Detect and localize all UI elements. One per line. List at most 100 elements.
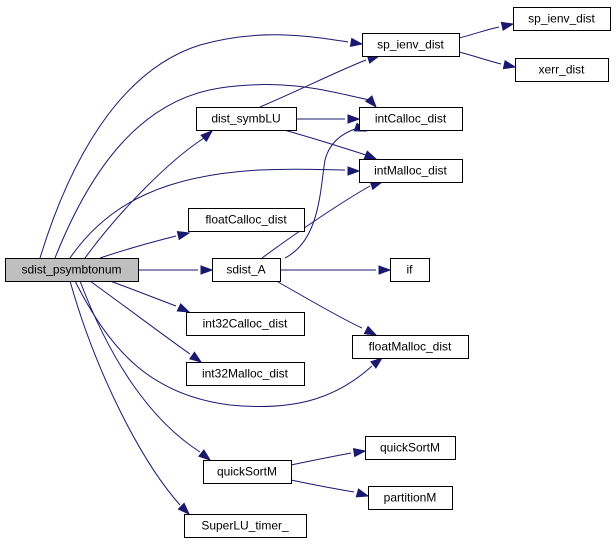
- edge-line: [99, 235, 177, 259]
- node-label: SuperLU_timer_: [201, 519, 289, 533]
- edge-dist_symbLU-to-intCalloc_dist: [296, 114, 361, 124]
- node-box[interactable]: [212, 258, 281, 282]
- node-box[interactable]: [5, 258, 139, 282]
- node-floatCalloc_dist[interactable]: floatCalloc_dist: [188, 208, 305, 232]
- nodes-layer: sdist_psymbtonum dist_symbLU floatCalloc_d…: [5, 7, 611, 538]
- node-SuperLU_timer_[interactable]: SuperLU_timer_: [184, 514, 307, 538]
- edge-sdist_psymbtonum-to-floatCalloc_dist: [99, 231, 191, 259]
- edge-sdist_A-to-intCalloc_dist: [284, 122, 368, 259]
- edge-line: [69, 280, 181, 506]
- node-if[interactable]: if: [390, 258, 430, 282]
- edge-dist_symbLU-to-sp_ienv_dist_mid: [259, 54, 381, 108]
- edge-line: [277, 281, 363, 329]
- arrowhead-icon: [378, 265, 392, 275]
- arrowhead-icon: [363, 325, 378, 336]
- edge-sdist_psymbtonum-to-intMalloc_dist: [69, 166, 361, 259]
- edge-line: [74, 280, 373, 408]
- edge-line: [109, 280, 177, 307]
- node-label: dist_symbLU: [211, 112, 280, 126]
- edge-sdist_psymbtonum-to-sp_ienv_dist_mid: [39, 34, 364, 259]
- edge-line: [89, 280, 191, 355]
- edge-sdist_psymbtonum-to-int32Malloc_dist: [89, 280, 203, 363]
- node-box[interactable]: [196, 107, 297, 131]
- edge-sdist_psymbtonum-to-sdist_A: [138, 265, 214, 275]
- node-box[interactable]: [359, 159, 463, 183]
- edge-sdist_A-to-intMalloc_dist: [261, 181, 384, 259]
- edge-line: [54, 84, 371, 259]
- edge-line: [458, 51, 502, 65]
- node-box[interactable]: [184, 514, 307, 538]
- node-label: xerr_dist: [538, 63, 585, 77]
- node-box[interactable]: [368, 486, 453, 510]
- arrowhead-icon: [200, 130, 214, 143]
- node-sp_ienv_dist_mid[interactable]: sp_ienv_dist: [362, 33, 460, 57]
- edge-line: [284, 127, 359, 259]
- edge-dist_symbLU-to-intMalloc_dist: [283, 129, 378, 160]
- node-box[interactable]: [352, 335, 469, 359]
- edge-line: [69, 168, 346, 259]
- node-xerr_dist[interactable]: xerr_dist: [515, 58, 609, 82]
- node-box[interactable]: [390, 258, 430, 282]
- node-floatMalloc_dist[interactable]: floatMalloc_dist: [352, 335, 469, 359]
- node-sdist_A[interactable]: sdist_A: [212, 258, 281, 282]
- node-label: int32Malloc_dist: [202, 367, 289, 381]
- node-label: intMalloc_dist: [374, 164, 447, 178]
- node-box[interactable]: [186, 362, 305, 386]
- node-label: sdist_psymbtonum: [21, 263, 121, 277]
- node-intMalloc_dist[interactable]: intMalloc_dist: [359, 159, 463, 183]
- edge-sdist_psymbtonum-to-quickSortM: [79, 280, 212, 461]
- edges-layer: [39, 21, 517, 516]
- node-label: floatMalloc_dist: [369, 340, 452, 354]
- node-label: sp_ienv_dist: [377, 38, 444, 52]
- node-quickSortM_child[interactable]: quickSortM: [365, 436, 456, 460]
- edge-sp_ienv_dist_mid-to-sp_ienv_dist_right: [458, 21, 515, 39]
- edge-sdist_A-to-floatMalloc_dist: [277, 281, 378, 336]
- arrowhead-icon: [177, 502, 191, 516]
- node-box[interactable]: [186, 312, 305, 336]
- node-label: int32Calloc_dist: [203, 317, 288, 331]
- node-dist_symbLU[interactable]: dist_symbLU: [196, 107, 297, 131]
- edge-line: [290, 452, 352, 466]
- node-label: intCalloc_dist: [375, 112, 447, 126]
- node-box[interactable]: [362, 33, 460, 57]
- edge-sdist_psymbtonum-to-int32Calloc_dist: [109, 280, 191, 313]
- node-label: partitionM: [384, 491, 437, 505]
- arrowhead-icon: [347, 114, 361, 124]
- node-sp_ienv_dist_right[interactable]: sp_ienv_dist: [513, 7, 611, 31]
- node-box[interactable]: [513, 7, 611, 31]
- arrowhead-icon: [502, 59, 517, 70]
- node-label: floatCalloc_dist: [205, 213, 287, 227]
- arrowhead-icon: [364, 95, 377, 109]
- edge-line: [458, 26, 500, 39]
- node-sdist_psymbtonum[interactable]: sdist_psymbtonum: [5, 258, 139, 282]
- edge-line: [79, 280, 201, 453]
- edge-line: [84, 137, 205, 259]
- node-label: if: [407, 263, 414, 277]
- node-box[interactable]: [365, 436, 456, 460]
- arrowhead-icon: [349, 37, 364, 48]
- arrowhead-icon: [176, 302, 191, 313]
- node-intCalloc_dist[interactable]: intCalloc_dist: [359, 107, 463, 131]
- node-partitionM[interactable]: partitionM: [368, 486, 453, 510]
- edge-line: [290, 479, 355, 493]
- node-quickSortM[interactable]: quickSortM: [203, 460, 292, 484]
- node-box[interactable]: [188, 208, 305, 232]
- edge-line: [39, 34, 349, 259]
- edge-quickSortM-to-quickSortM_child: [290, 447, 367, 466]
- arrowhead-icon: [176, 231, 191, 241]
- edge-sp_ienv_dist_mid-to-xerr_dist: [458, 51, 517, 70]
- arrowhead-icon: [500, 21, 515, 32]
- edge-sdist_A-to-if: [280, 265, 392, 275]
- arrowhead-icon: [188, 351, 203, 363]
- edge-line: [259, 59, 367, 108]
- node-box[interactable]: [515, 58, 609, 82]
- arrowhead-icon: [363, 150, 378, 160]
- node-int32Calloc_dist[interactable]: int32Calloc_dist: [186, 312, 305, 336]
- node-int32Malloc_dist[interactable]: int32Malloc_dist: [186, 362, 305, 386]
- arrowhead-icon: [347, 166, 361, 176]
- edge-sdist_psymbtonum-to-floatMalloc_dist: [74, 280, 384, 408]
- node-box[interactable]: [203, 460, 292, 484]
- node-box[interactable]: [359, 107, 463, 131]
- edge-line: [283, 129, 367, 156]
- node-label: sp_ienv_dist: [528, 12, 595, 26]
